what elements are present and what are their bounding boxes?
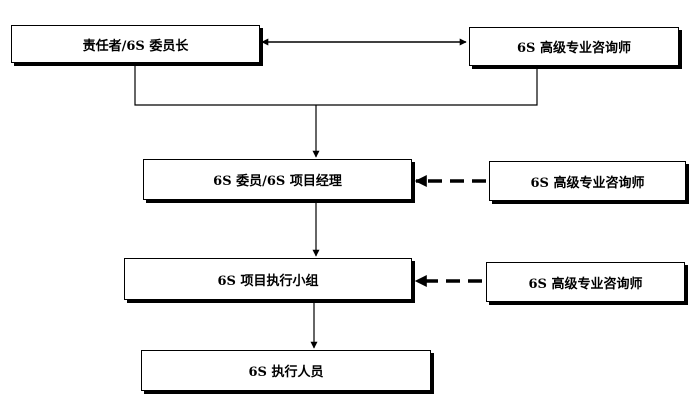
node-label: 6S 高级专业咨询师 bbox=[528, 276, 643, 292]
node-consultant-bottom: 6S 高级专业咨询师 bbox=[486, 262, 685, 302]
node-label: 6S 委员/6S 项目经理 bbox=[213, 174, 342, 189]
node-committee-head: 责任者/6S 委员长 bbox=[11, 25, 260, 63]
node-label: 6S 高级专业咨询师 bbox=[530, 175, 645, 191]
node-label: 6S 高级专业咨询师 bbox=[517, 41, 631, 56]
node-consultant-middle: 6S 高级专业咨询师 bbox=[489, 161, 686, 201]
node-consultant-top: 6S 高级专业咨询师 bbox=[469, 27, 679, 66]
node-label: 责任者/6S 委员长 bbox=[82, 38, 189, 54]
node-label: 6S 执行人员 bbox=[248, 365, 324, 380]
node-label: 6S 项目执行小组 bbox=[217, 273, 319, 289]
node-project-team: 6S 项目执行小组 bbox=[124, 258, 412, 300]
node-project-manager: 6S 委员/6S 项目经理 bbox=[143, 159, 412, 200]
node-executors: 6S 执行人员 bbox=[141, 350, 431, 391]
edge-top-merge bbox=[134, 64, 538, 106]
